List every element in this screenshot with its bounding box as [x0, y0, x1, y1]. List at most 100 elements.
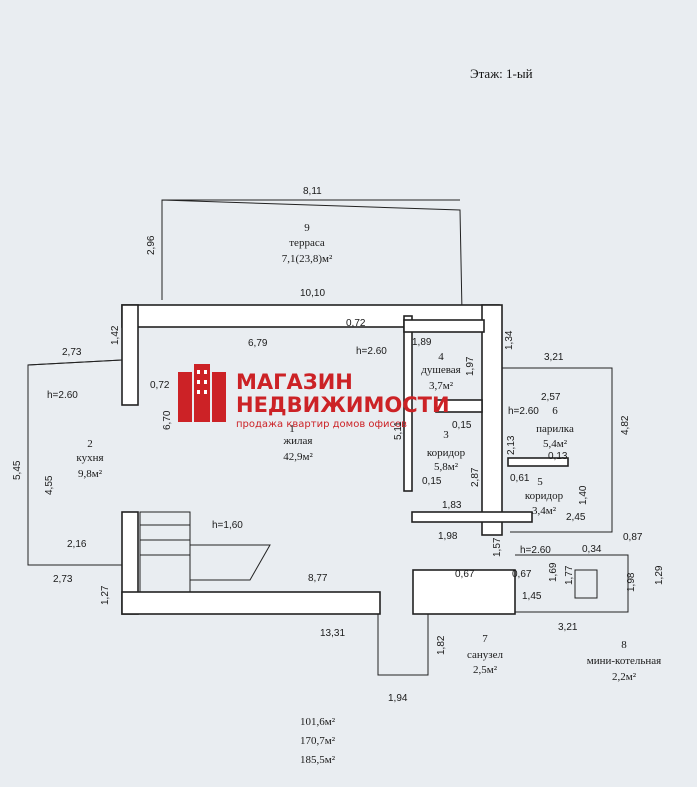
dim: 2,73: [53, 574, 73, 585]
dim: 1,94: [388, 693, 408, 704]
total-line: 170,7м²: [300, 735, 336, 747]
room-corridor-3: 3 коридор 5,8м²: [427, 429, 466, 473]
room-num: 3: [443, 429, 449, 441]
room-name: душевая: [421, 364, 460, 376]
dim-top-width: 10,10: [300, 288, 325, 299]
dim: 1,82: [436, 635, 447, 655]
room-name: санузел: [467, 649, 504, 661]
room-num: 5: [537, 476, 543, 488]
room-num: 1: [289, 423, 295, 435]
room-area: 2,2м²: [612, 671, 637, 683]
room-name: парилка: [536, 423, 574, 435]
room-num: 6: [552, 405, 558, 417]
dim-terrace-width: 8,11: [303, 186, 322, 197]
dim: 4,55: [44, 475, 55, 495]
watermark-line3: продажа квартир домов офисов: [236, 419, 407, 430]
room-name: терраса: [289, 237, 325, 249]
dim: 0,34: [582, 544, 602, 555]
watermark-line2: НЕДВИЖИМОСТИ: [236, 393, 450, 417]
height-lower: h=2.60: [520, 545, 551, 556]
room-sauna: 6 парилка 5,4м²: [536, 405, 574, 450]
dim: 6,79: [248, 338, 268, 349]
dim: 1,97: [465, 356, 476, 376]
room-num: 2: [87, 438, 93, 450]
dim: 2,13: [506, 435, 517, 455]
room-area: 42,9м²: [283, 451, 313, 463]
height-kitchen: h=2.60: [47, 390, 78, 401]
room-area: 5,8м²: [434, 461, 459, 473]
total-line: 185,5м²: [300, 754, 336, 766]
room-area: 3,4м²: [532, 505, 557, 517]
dim: 1,42: [110, 325, 121, 345]
totals: 101,6м² 170,7м² 185,5м²: [300, 716, 336, 766]
dim: 3,21: [558, 622, 578, 633]
room-wc: 7 санузел 2,5м²: [467, 633, 504, 676]
dim: 1,98: [626, 572, 637, 592]
room-corridor-5: 5 коридор 3,4м²: [525, 476, 564, 517]
room-name: коридор: [427, 447, 466, 459]
dim: 1,34: [504, 330, 515, 350]
room-num: 9: [304, 222, 310, 234]
height-stair: h=1,60: [212, 520, 243, 531]
height-main: h=2.60: [356, 346, 387, 357]
dim: 3,21: [544, 352, 564, 363]
dim: 1,98: [438, 531, 458, 542]
dim: 5,45: [12, 460, 23, 480]
dim: 0,87: [623, 532, 643, 543]
building-logo-icon: [178, 364, 226, 422]
room-name: коридор: [525, 490, 564, 502]
room-kitchen: 2 кухня 9,8м²: [76, 438, 103, 480]
dim: 1,83: [442, 500, 462, 511]
dim: 0,72: [150, 380, 170, 391]
room-area: 9,8м²: [78, 468, 103, 480]
dim: 2,73: [62, 347, 82, 358]
dim: 13,31: [320, 628, 345, 639]
stairs: [139, 511, 271, 593]
dim: 0,61: [510, 473, 530, 484]
room-num: 4: [438, 351, 444, 363]
watermark-line1: МАГАЗИН: [236, 370, 353, 394]
room-name: мини-котельная: [587, 655, 661, 667]
dim: 1,45: [522, 591, 542, 602]
dim: 6,70: [162, 410, 173, 430]
dim: 0,72: [346, 318, 366, 329]
room-boiler: 8 мини-котельная 2,2м²: [587, 639, 661, 683]
dim: 0,67: [455, 569, 475, 580]
height-sauna: h=2.60: [508, 406, 539, 417]
dim: 4,82: [620, 415, 631, 435]
room-shower: 4 душевая 3,7м²: [421, 351, 460, 392]
watermark: МАГАЗИН НЕДВИЖИМОСТИ продажа квартир дом…: [178, 364, 450, 430]
dimensions: 8,11 2,96 10,10 1,42 6,79 0,72 0,72 2,73…: [12, 186, 665, 704]
room-area: 7,1(23,8)м²: [282, 253, 333, 265]
total-line: 101,6м²: [300, 716, 336, 728]
floor-label: Этаж: 1-ый: [470, 66, 533, 81]
dim: 1,89: [412, 337, 432, 348]
room-area: 5,4м²: [543, 438, 568, 450]
room-name: жилая: [283, 435, 313, 447]
room-terrace: 9 терраса 7,1(23,8)м²: [282, 222, 333, 265]
dim: 1,69: [548, 562, 559, 582]
dim: 0,15: [452, 420, 472, 431]
dim: 1,29: [654, 565, 665, 585]
room-area: 2,5м²: [473, 664, 498, 676]
dim: 1,77: [564, 565, 575, 585]
dim: 1,57: [492, 537, 503, 557]
dim: 8,77: [308, 573, 328, 584]
dim: 0,15: [422, 476, 442, 487]
room-living: 1 жилая 42,9м²: [283, 423, 314, 463]
dim-terrace-height: 2,96: [146, 235, 157, 255]
dim: 2,87: [470, 467, 481, 487]
dim: 2,45: [566, 512, 586, 523]
dim: 2,16: [67, 539, 87, 550]
terrace: [161, 199, 463, 313]
dim: 0,13: [548, 451, 568, 462]
outer-walls: [27, 304, 629, 676]
dim: 5,11: [393, 421, 404, 440]
room-num: 7: [482, 633, 488, 645]
dim: 0,67: [512, 569, 532, 580]
dim: 1,27: [100, 585, 111, 605]
dim: 1,40: [578, 485, 589, 505]
room-name: кухня: [76, 452, 103, 464]
dim: 2,57: [541, 392, 561, 403]
